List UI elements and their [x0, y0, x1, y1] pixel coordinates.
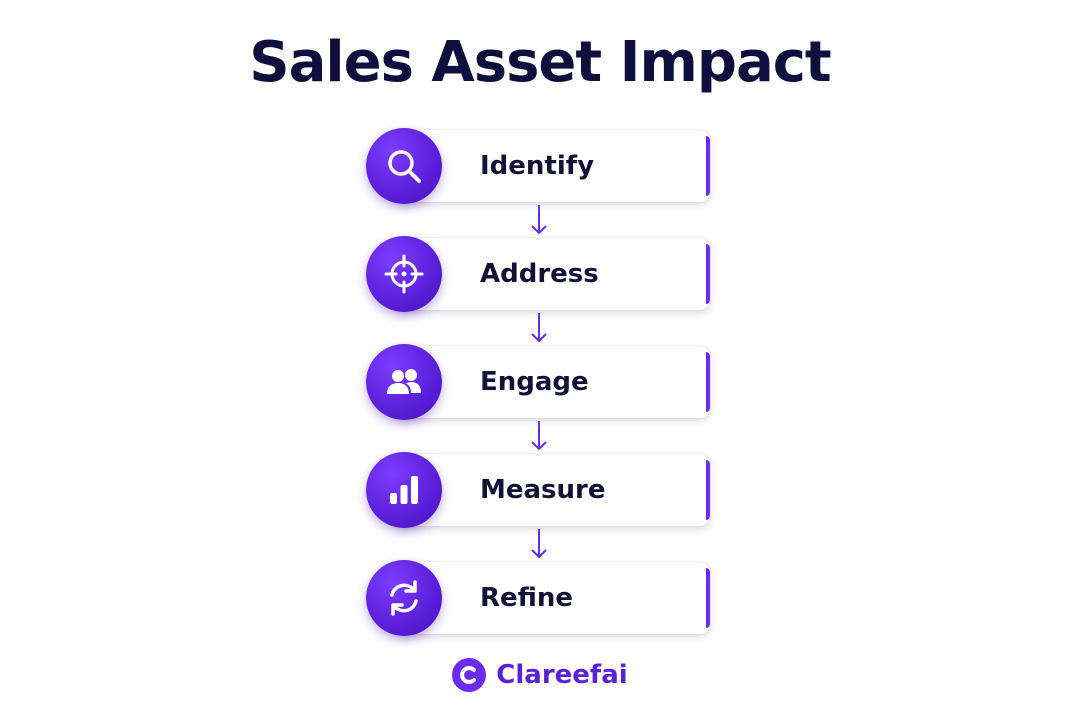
step-address: Address: [366, 236, 711, 312]
step-card: [396, 238, 710, 310]
step-card: [396, 562, 710, 634]
arrow-down-icon: [531, 313, 547, 343]
page-title: Sales Asset Impact: [249, 30, 831, 95]
step-card: [396, 346, 710, 418]
brand-name: Clareefai: [496, 660, 628, 690]
step-engage: Engage: [366, 344, 711, 420]
step-label: Identify: [480, 151, 595, 181]
step-label: Measure: [480, 475, 606, 505]
step-icon-circle: [366, 128, 442, 204]
arrow-down-icon: [531, 205, 547, 235]
step-icon-circle: [366, 344, 442, 420]
clareefai-logo-icon: [452, 658, 487, 692]
step-measure: Measure: [366, 452, 711, 528]
step-icon-circle: [366, 560, 442, 636]
step-label: Refine: [480, 583, 574, 613]
search-icon: [388, 150, 421, 183]
step-card: [396, 130, 710, 202]
step-refine: Refine: [366, 560, 711, 636]
step-label: Address: [480, 259, 599, 289]
step-card: [396, 454, 710, 526]
bar-chart-icon: [390, 476, 418, 504]
target-icon: [384, 254, 424, 294]
users-icon: [387, 369, 421, 394]
step-identify: Identify: [366, 128, 711, 204]
step-icon-circle: [366, 236, 442, 312]
arrow-down-icon: [531, 421, 547, 451]
step-label: Engage: [480, 367, 589, 397]
refresh-icon: [390, 580, 418, 616]
step-icon-circle: [366, 452, 442, 528]
brand-footer: Clareefai: [0, 658, 1080, 692]
arrow-down-icon: [531, 529, 547, 559]
